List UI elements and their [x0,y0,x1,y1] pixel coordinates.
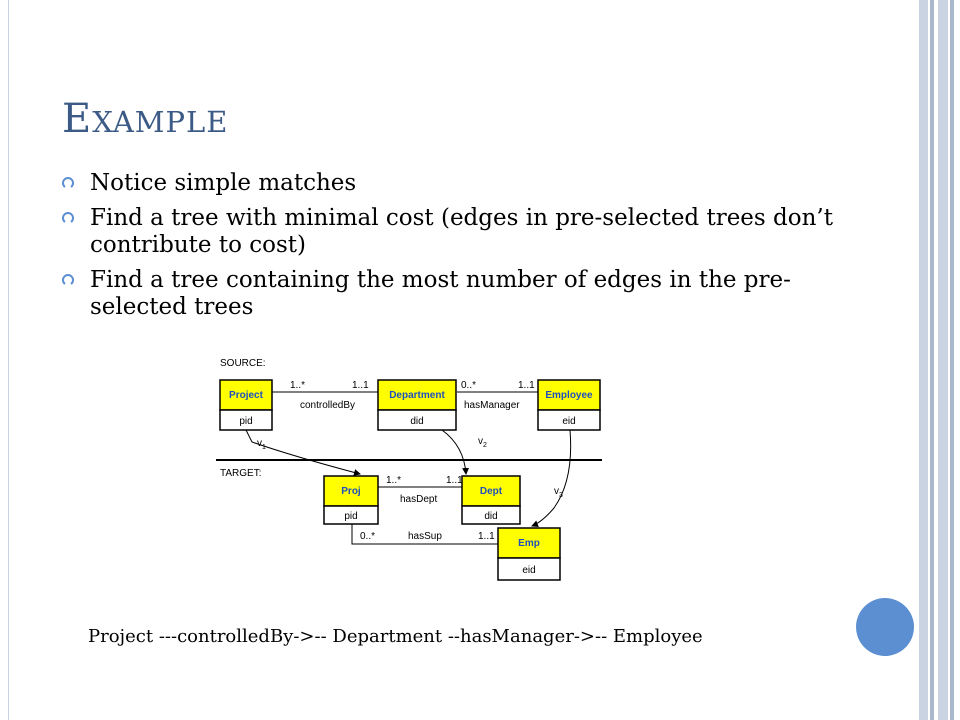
relationship-name: controlledBy [300,400,355,411]
mapping-arrow-v2 [441,429,470,475]
bullet-list: Notice simple matches Find a tree with m… [62,170,842,329]
entity-name: Emp [518,538,540,549]
cardinality-label: 1..1 [352,380,369,391]
entity-proj: Proj pid [323,475,379,525]
mapping-label: v2 [478,436,487,449]
entity-department: Department did [377,379,457,431]
entity-name: Proj [341,486,361,497]
bullet-item: Find a tree with minimal cost (edges in … [62,205,842,259]
cardinality-label: 1..* [386,475,401,486]
cardinality-label: 0..* [461,380,476,391]
entity-name: Employee [545,390,593,401]
bullet-text: Find a tree containing the most number o… [90,267,791,320]
relationship-name: hasManager [464,400,520,411]
entity-dept: Dept did [461,475,521,525]
mapping-label: v3 [554,486,563,499]
slide-title: EXAMPLE [62,96,229,142]
source-label: SOURCE: [220,358,266,369]
bullet-icon [62,212,74,223]
entity-attr: did [484,511,497,522]
mapping-arrow-v3 [531,429,572,528]
accent-circle [856,598,914,656]
slide-frame [8,0,920,720]
entity-attr: pid [344,511,357,522]
entity-emp: Emp eid [497,527,561,581]
bullet-icon [62,274,74,285]
bullet-icon [62,177,74,188]
cardinality-label: 1..* [290,380,305,391]
cardinality-label: 1..1 [518,380,535,391]
entity-name: Department [389,390,445,401]
relationship-name: hasDept [400,494,437,505]
entity-name: Dept [480,486,503,497]
mapping-label: v1 [257,438,266,451]
entity-name: Project [229,390,264,401]
tree-caption: Project ---controlledBy->-- Department -… [88,626,703,647]
bullet-item: Notice simple matches [62,170,842,197]
entity-attr: eid [522,565,535,576]
right-edge-stripes [920,0,960,720]
bullet-text: Find a tree with minimal cost (edges in … [90,205,833,258]
relationship-line [351,524,498,545]
entity-attr: did [410,416,423,427]
cardinality-label: 1..1 [478,531,495,542]
schema-mapping-diagram: SOURCE: TARGET: 1..* 1..1 controlledBy 0… [216,358,602,581]
entity-attr: eid [562,416,575,427]
cardinality-label: 1..1 [446,475,463,486]
entity-attr: pid [239,416,252,427]
mapping-arrow-v1 [245,429,361,476]
bullet-item: Find a tree containing the most number o… [62,267,842,321]
bullet-text: Notice simple matches [90,170,357,196]
entity-employee: Employee eid [537,379,601,431]
cardinality-label: 0..* [360,531,375,542]
entity-project: Project pid [219,379,273,431]
target-label: TARGET: [220,468,261,479]
relationship-name: hasSup [408,531,442,542]
